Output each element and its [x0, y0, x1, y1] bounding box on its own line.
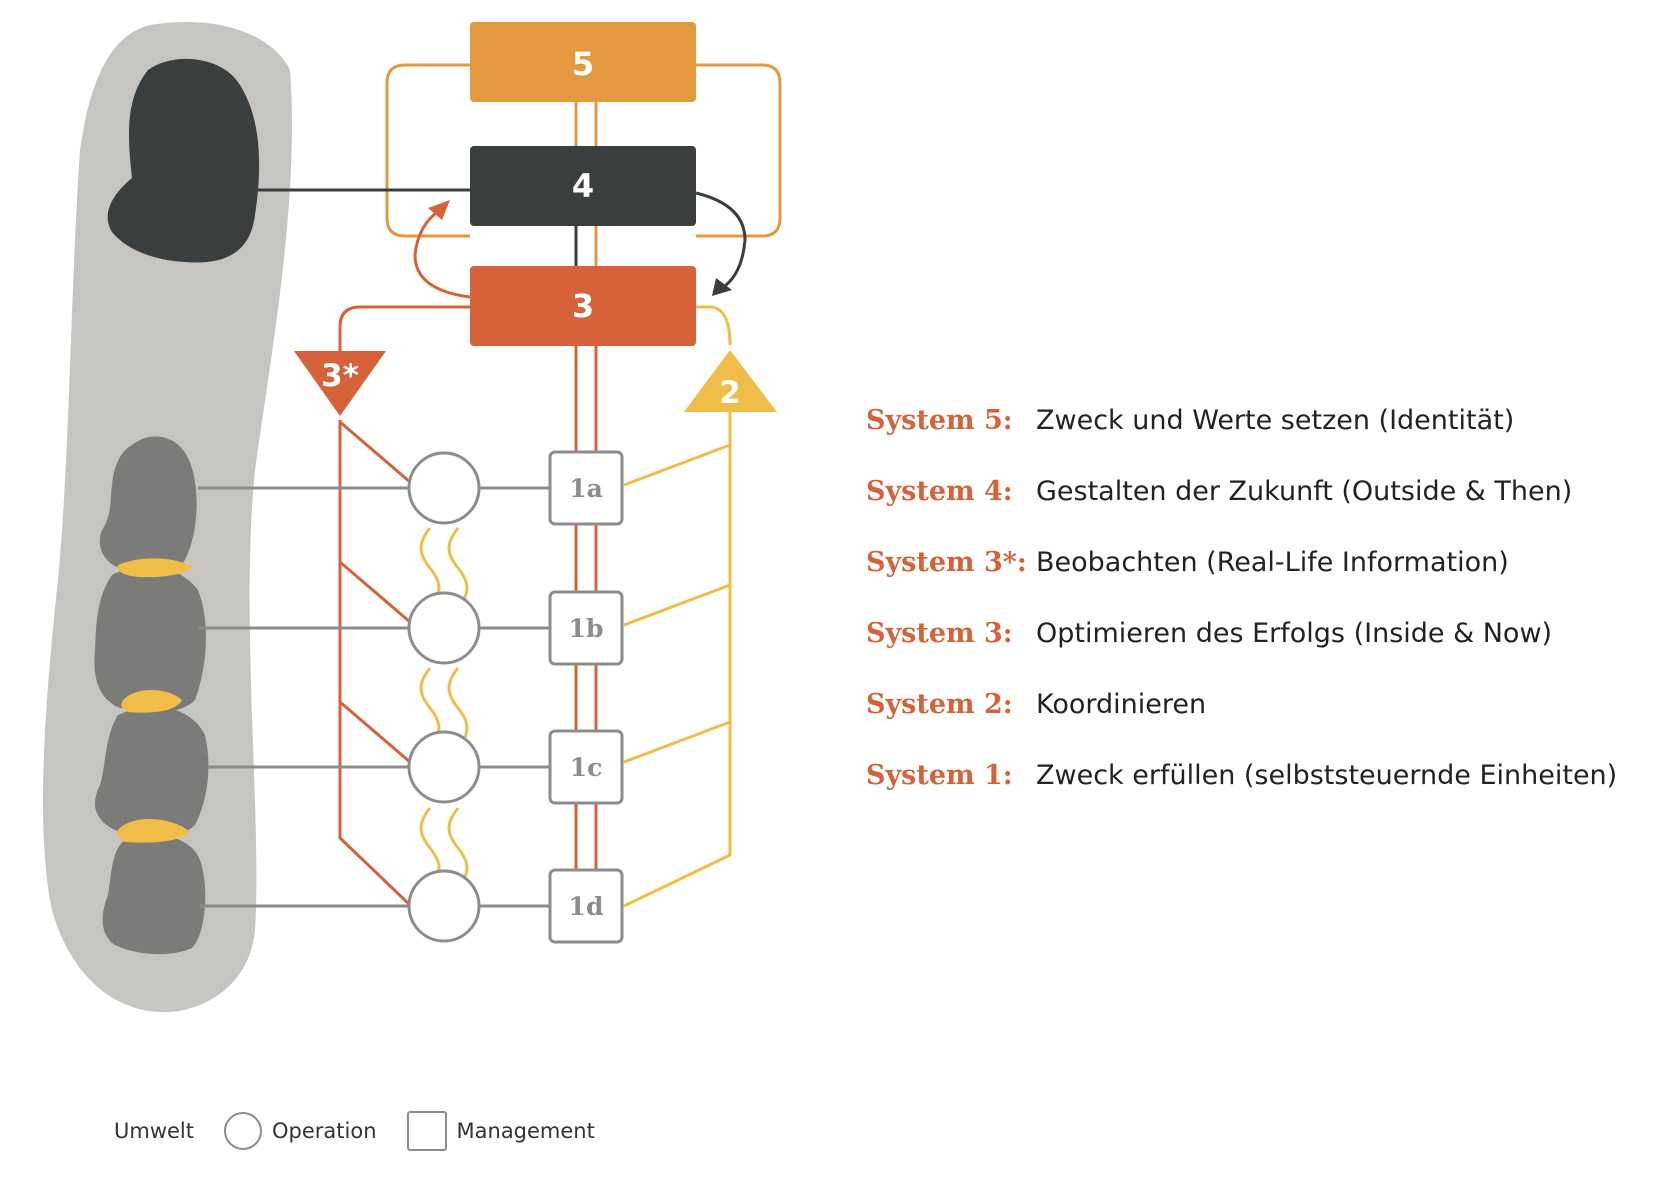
- system2-triangle: 2: [684, 350, 777, 412]
- system5-loop: [385, 63, 782, 238]
- legend-item-system1: System 1: Zweck erfüllen (selbststeuernd…: [866, 760, 1617, 831]
- key-operation: Operation: [224, 1112, 377, 1150]
- unit-label-1a: 1a: [569, 474, 603, 503]
- unit-label-1c: 1c: [570, 753, 603, 782]
- management-1a: 1a: [548, 450, 624, 526]
- management-1c: 1c: [548, 729, 624, 805]
- legend-item-system2: System 2: Koordinieren: [866, 689, 1617, 760]
- system3-box: 3: [470, 266, 696, 346]
- environment-unit-3: [95, 706, 209, 837]
- operation-1a: [407, 451, 481, 525]
- legend-name: System 2:: [866, 689, 1013, 720]
- management-1b: 1b: [548, 590, 624, 666]
- environment-unit-2: [94, 566, 206, 713]
- system5-label: 5: [572, 45, 594, 83]
- legend-desc: Gestalten der Zukunft (Outside & Then): [1036, 476, 1573, 507]
- legend-item-system3star: System 3*: Beobachten (Real-Life Informa…: [866, 547, 1617, 618]
- environment-link-2: [121, 690, 182, 713]
- legend-name: System 3*:: [866, 547, 1027, 578]
- operation-1d: [407, 869, 481, 943]
- system3star-label: 3*: [321, 358, 359, 394]
- legend-item-system5: System 5: Zweck und Werte setzen (Identi…: [866, 405, 1617, 476]
- system5-box: 5: [470, 22, 696, 102]
- arrow-3-to-4: [413, 208, 471, 299]
- shape-key: Umwelt Operation Management: [60, 1105, 625, 1157]
- legend-desc: Beobachten (Real-Life Information): [1036, 547, 1509, 578]
- key-management-label: Management: [456, 1119, 595, 1143]
- key-management: Management: [406, 1111, 595, 1151]
- system3star-line: [338, 305, 470, 355]
- operation-1b: [407, 591, 481, 665]
- system3-label: 3: [572, 287, 594, 325]
- key-environment-label: Umwelt: [114, 1119, 194, 1143]
- management-1d: 1d: [548, 868, 624, 944]
- legend-name: System 4:: [866, 476, 1013, 507]
- system3star-triangle: 3*: [294, 351, 386, 416]
- legend-item-system4: System 4: Gestalten der Zukunft (Outside…: [866, 476, 1617, 547]
- system2-label: 2: [719, 375, 741, 411]
- key-management-icon: [406, 1111, 447, 1151]
- arrow-4-to-3: [695, 191, 747, 290]
- key-operation-label: Operation: [272, 1119, 377, 1143]
- legend-name: System 5:: [866, 405, 1013, 436]
- environment-link-3: [117, 818, 190, 843]
- key-environment: Umwelt: [60, 1119, 194, 1143]
- legend-desc: Zweck erfüllen (selbststeuernde Einheite…: [1036, 760, 1618, 791]
- viable-system-model-diagram: 1a 1b 1c 1d 5 4 3 3* 2: [42, 22, 782, 1013]
- environment-unit-4: [102, 835, 206, 955]
- system4-label: 4: [572, 167, 594, 205]
- legend-name: System 1:: [866, 760, 1013, 791]
- legend-desc: Zweck und Werte setzen (Identität): [1036, 405, 1515, 436]
- key-operation-icon: [224, 1112, 262, 1150]
- system-legend: System 5: Zweck und Werte setzen (Identi…: [866, 405, 1617, 831]
- environment-future-shape: [107, 58, 260, 263]
- system4-box: 4: [470, 146, 696, 226]
- unit-label-1b: 1b: [569, 614, 604, 643]
- operation-1c: [407, 730, 481, 804]
- key-environment-spacer: [60, 1131, 104, 1132]
- legend-desc: Optimieren des Erfolgs (Inside & Now): [1036, 618, 1553, 649]
- legend-name: System 3:: [866, 618, 1013, 649]
- unit-label-1d: 1d: [569, 892, 604, 921]
- legend-desc: Koordinieren: [1036, 689, 1207, 720]
- environment-unit-1: [99, 436, 197, 574]
- system2-line: [696, 305, 732, 346]
- legend-item-system3: System 3: Optimieren des Erfolgs (Inside…: [866, 618, 1617, 689]
- environment-link-1: [117, 558, 192, 578]
